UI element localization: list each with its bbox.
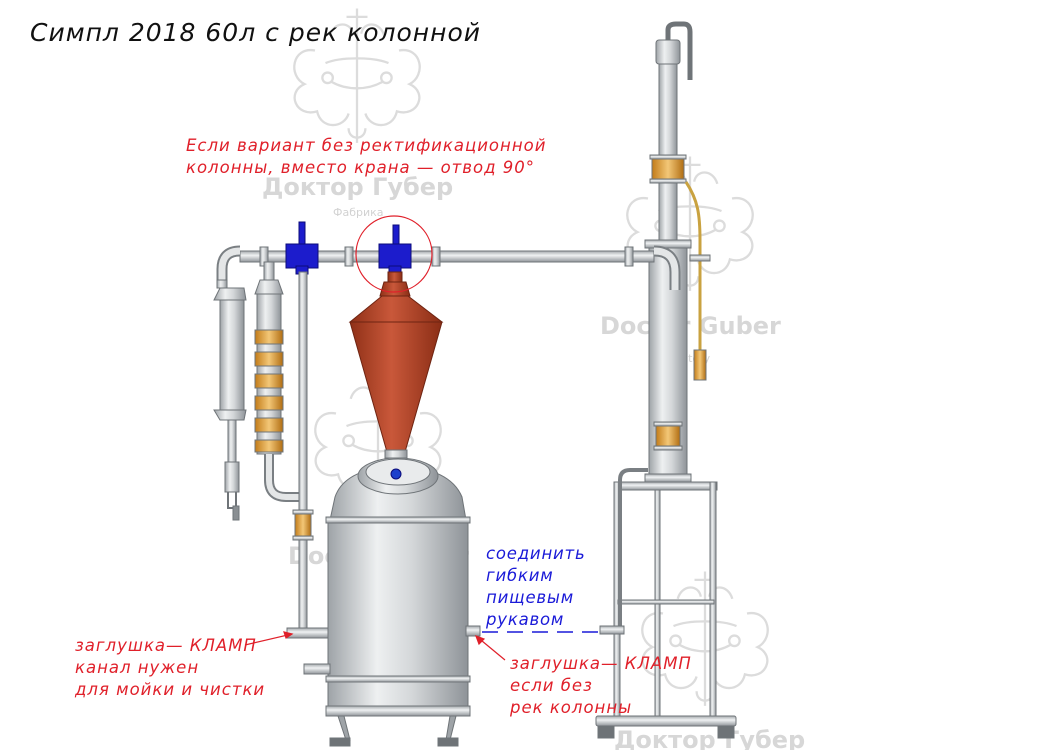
note-hose-line-3: пищевым (486, 588, 574, 607)
note-left-line-2: канал нужен (75, 658, 199, 677)
watermark-emblem (626, 155, 754, 293)
note-hose-line-1: соединить (486, 544, 586, 563)
highlight-circle (355, 215, 433, 293)
note-top-line-1: Если вариант без ректификационной (186, 136, 546, 155)
note-top-line-2: колонны, вместо крана — отвод 90° (186, 158, 535, 177)
valve-left (285, 221, 319, 275)
note-left-line-1: заглушка— КЛАМП (75, 636, 257, 655)
watermark-emblem (641, 570, 769, 708)
note-hose-line-2: гибким (486, 566, 554, 585)
note-right-line-1: заглушка— КЛАМП (510, 654, 692, 673)
product-cooler (213, 279, 247, 521)
watermark-ru: Доктор Губер (262, 173, 453, 201)
valve-center (378, 224, 412, 275)
vapor-pipe (216, 245, 681, 290)
diagram-title: Симпл 2018 60л с рек колонной (30, 18, 481, 47)
boiler (303, 457, 481, 747)
watermark-ru-small: Фабрика (333, 206, 384, 219)
note-hose-line-4: рукавом (485, 610, 564, 629)
rectification-column (595, 21, 737, 739)
column-support-frame (595, 481, 737, 739)
dephlegmator (254, 261, 300, 502)
watermark-ru: Доктор Губер (614, 726, 805, 750)
note-right-line-2: если без (510, 676, 593, 695)
watermark-en: Doctor Guber (600, 312, 781, 340)
return-tube (286, 271, 330, 639)
note-left-line-3: для мойки и чистки (74, 680, 265, 699)
copper-cone (348, 271, 444, 459)
annotation-leaders (244, 631, 506, 661)
note-right-line-3: рек колонны (509, 698, 632, 717)
